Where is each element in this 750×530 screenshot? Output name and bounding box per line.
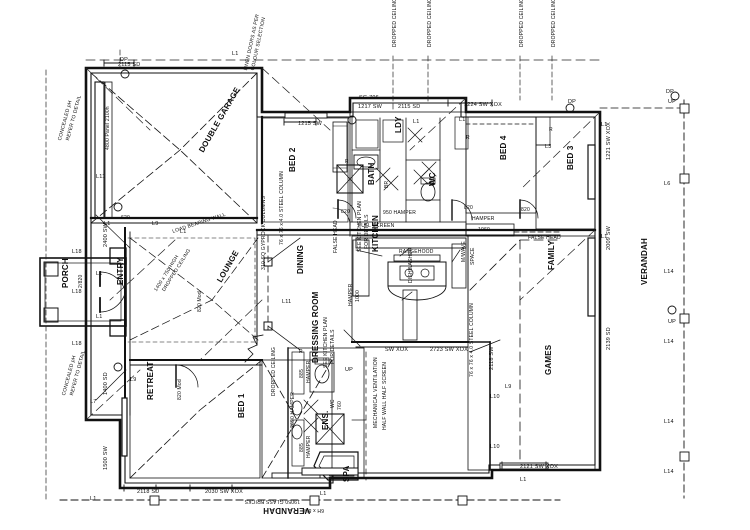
floor-plan-linework (39, 49, 690, 506)
